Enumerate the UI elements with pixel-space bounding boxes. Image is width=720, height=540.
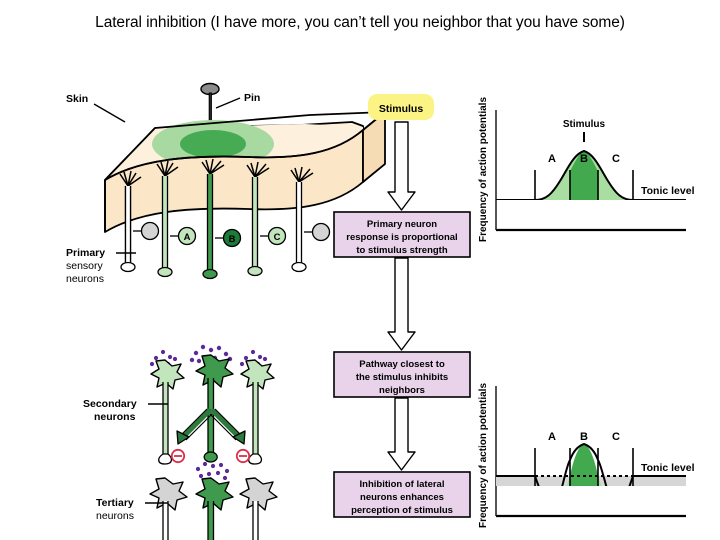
- receptor-label-a: A: [184, 232, 191, 243]
- svg-text:neurons: neurons: [96, 510, 134, 522]
- label-skin: Skin: [66, 93, 88, 105]
- chart-top: Frequency of action potentials: [478, 97, 695, 242]
- secondary-neuron-a: [150, 359, 185, 465]
- label-primary-sensory-neurons: Primary sensory neurons: [66, 247, 136, 285]
- flow-stimulus-box[interactable]: Stimulus: [368, 94, 434, 120]
- tertiary-neuron-c: C: [239, 477, 278, 540]
- flow-step-box-1[interactable]: Primary neuron response is proportional …: [333, 211, 471, 258]
- chart-bottom-ylabel: Frequency of action potentials: [478, 383, 489, 528]
- chart-top-label-c: C: [612, 153, 620, 165]
- flow-step-2-line-2: the stimulus inhibits: [356, 372, 448, 383]
- flow-step-2-line-1: Pathway closest to: [359, 359, 445, 370]
- flow-arrow-2: [387, 257, 416, 351]
- tertiary-neuron-b: B: [195, 477, 234, 540]
- chart-top-stimulus-label: Stimulus: [563, 119, 606, 130]
- primary-neuron-c: C: [246, 161, 287, 277]
- chart-bottom: Frequency of action potentials: [478, 383, 695, 528]
- chart-bottom-curve-line: [496, 442, 686, 486]
- primary-neuron-1: [119, 170, 160, 273]
- chart-top-label-a: A: [548, 153, 556, 165]
- label-pin: Pin: [244, 92, 260, 104]
- flow-step-box-2[interactable]: Pathway closest to the stimulus inhibits…: [333, 351, 471, 398]
- flow-step-3-line-3: perception of stimulus: [351, 505, 453, 516]
- label-secondary-neurons: Secondary neurons: [83, 398, 168, 423]
- inhibition-symbol-right: [235, 448, 251, 464]
- flow-step-2-line-3: neighbors: [379, 385, 425, 396]
- chart-bottom-label-c: C: [612, 431, 620, 443]
- chart-bottom-label-b: B: [580, 431, 588, 443]
- chart-bottom-tonic-label: Tonic level: [641, 462, 695, 474]
- chart-top-tonic-label: Tonic level: [641, 185, 695, 197]
- flow-step-1-line-2: response is proportional: [346, 232, 457, 243]
- lateral-inhibition-figure: Pin Skin: [0, 60, 720, 540]
- svg-text:Primary: Primary: [66, 247, 105, 259]
- svg-text:neurons: neurons: [94, 411, 136, 423]
- svg-text:sensory: sensory: [66, 260, 104, 272]
- flow-step-3-line-1: Inhibition of lateral: [360, 479, 445, 490]
- primary-neuron-b: B: [201, 158, 242, 280]
- svg-text:Tertiary: Tertiary: [96, 497, 134, 509]
- chart-bottom-label-a: A: [548, 431, 556, 443]
- synaptic-vesicles-primary-to-secondary: [149, 344, 268, 369]
- svg-text:Secondary: Secondary: [83, 398, 137, 410]
- flowchart: Stimulus Primary neuron response is prop…: [333, 94, 471, 518]
- secondary-neuron-b: [176, 354, 246, 463]
- primary-neuron-a: A: [156, 160, 197, 278]
- inhibition-symbol-left: [170, 448, 186, 464]
- primary-sensory-neurons: A B: [119, 158, 331, 280]
- synaptic-vesicles-secondary-to-tertiary: [195, 461, 230, 481]
- tertiary-neuron-a: A: [149, 477, 188, 540]
- stimulus-halo-inner: [180, 130, 246, 158]
- flow-step-3-line-2: neurons enhances: [360, 492, 444, 503]
- skin-slab: [104, 111, 386, 233]
- chart-top-tonic-band: [496, 200, 686, 230]
- primary-neuron-5: [290, 166, 331, 273]
- receptor-label-c: C: [274, 232, 281, 243]
- secondary-neuron-c: [240, 359, 275, 465]
- flow-step-box-3[interactable]: Inhibition of lateral neurons enhances p…: [333, 471, 471, 518]
- chart-top-ylabel: Frequency of action potentials: [478, 97, 489, 242]
- skin-leader-line: [93, 103, 126, 123]
- flow-arrow-3: [387, 397, 416, 471]
- flow-step-1-line-1: Primary neuron: [367, 219, 437, 230]
- secondary-neurons: [150, 354, 275, 465]
- page-title: Lateral inhibition (I have more, you can…: [95, 14, 625, 31]
- flow-arrow-1: [387, 121, 416, 211]
- chart-top-curve-line: [496, 149, 686, 200]
- chart-top-label-b: B: [580, 153, 588, 165]
- flow-step-1-line-3: to stimulus strength: [356, 245, 448, 256]
- skin-neuron-diagram: Pin Skin: [66, 82, 386, 540]
- receptor-label-b: B: [229, 234, 236, 245]
- tertiary-neurons: A B C: [149, 477, 278, 540]
- flow-stimulus-label: Stimulus: [379, 103, 423, 115]
- svg-text:neurons: neurons: [66, 273, 104, 285]
- label-tertiary-neurons: Tertiary neurons: [96, 497, 168, 522]
- pin-leader-line: [215, 97, 241, 109]
